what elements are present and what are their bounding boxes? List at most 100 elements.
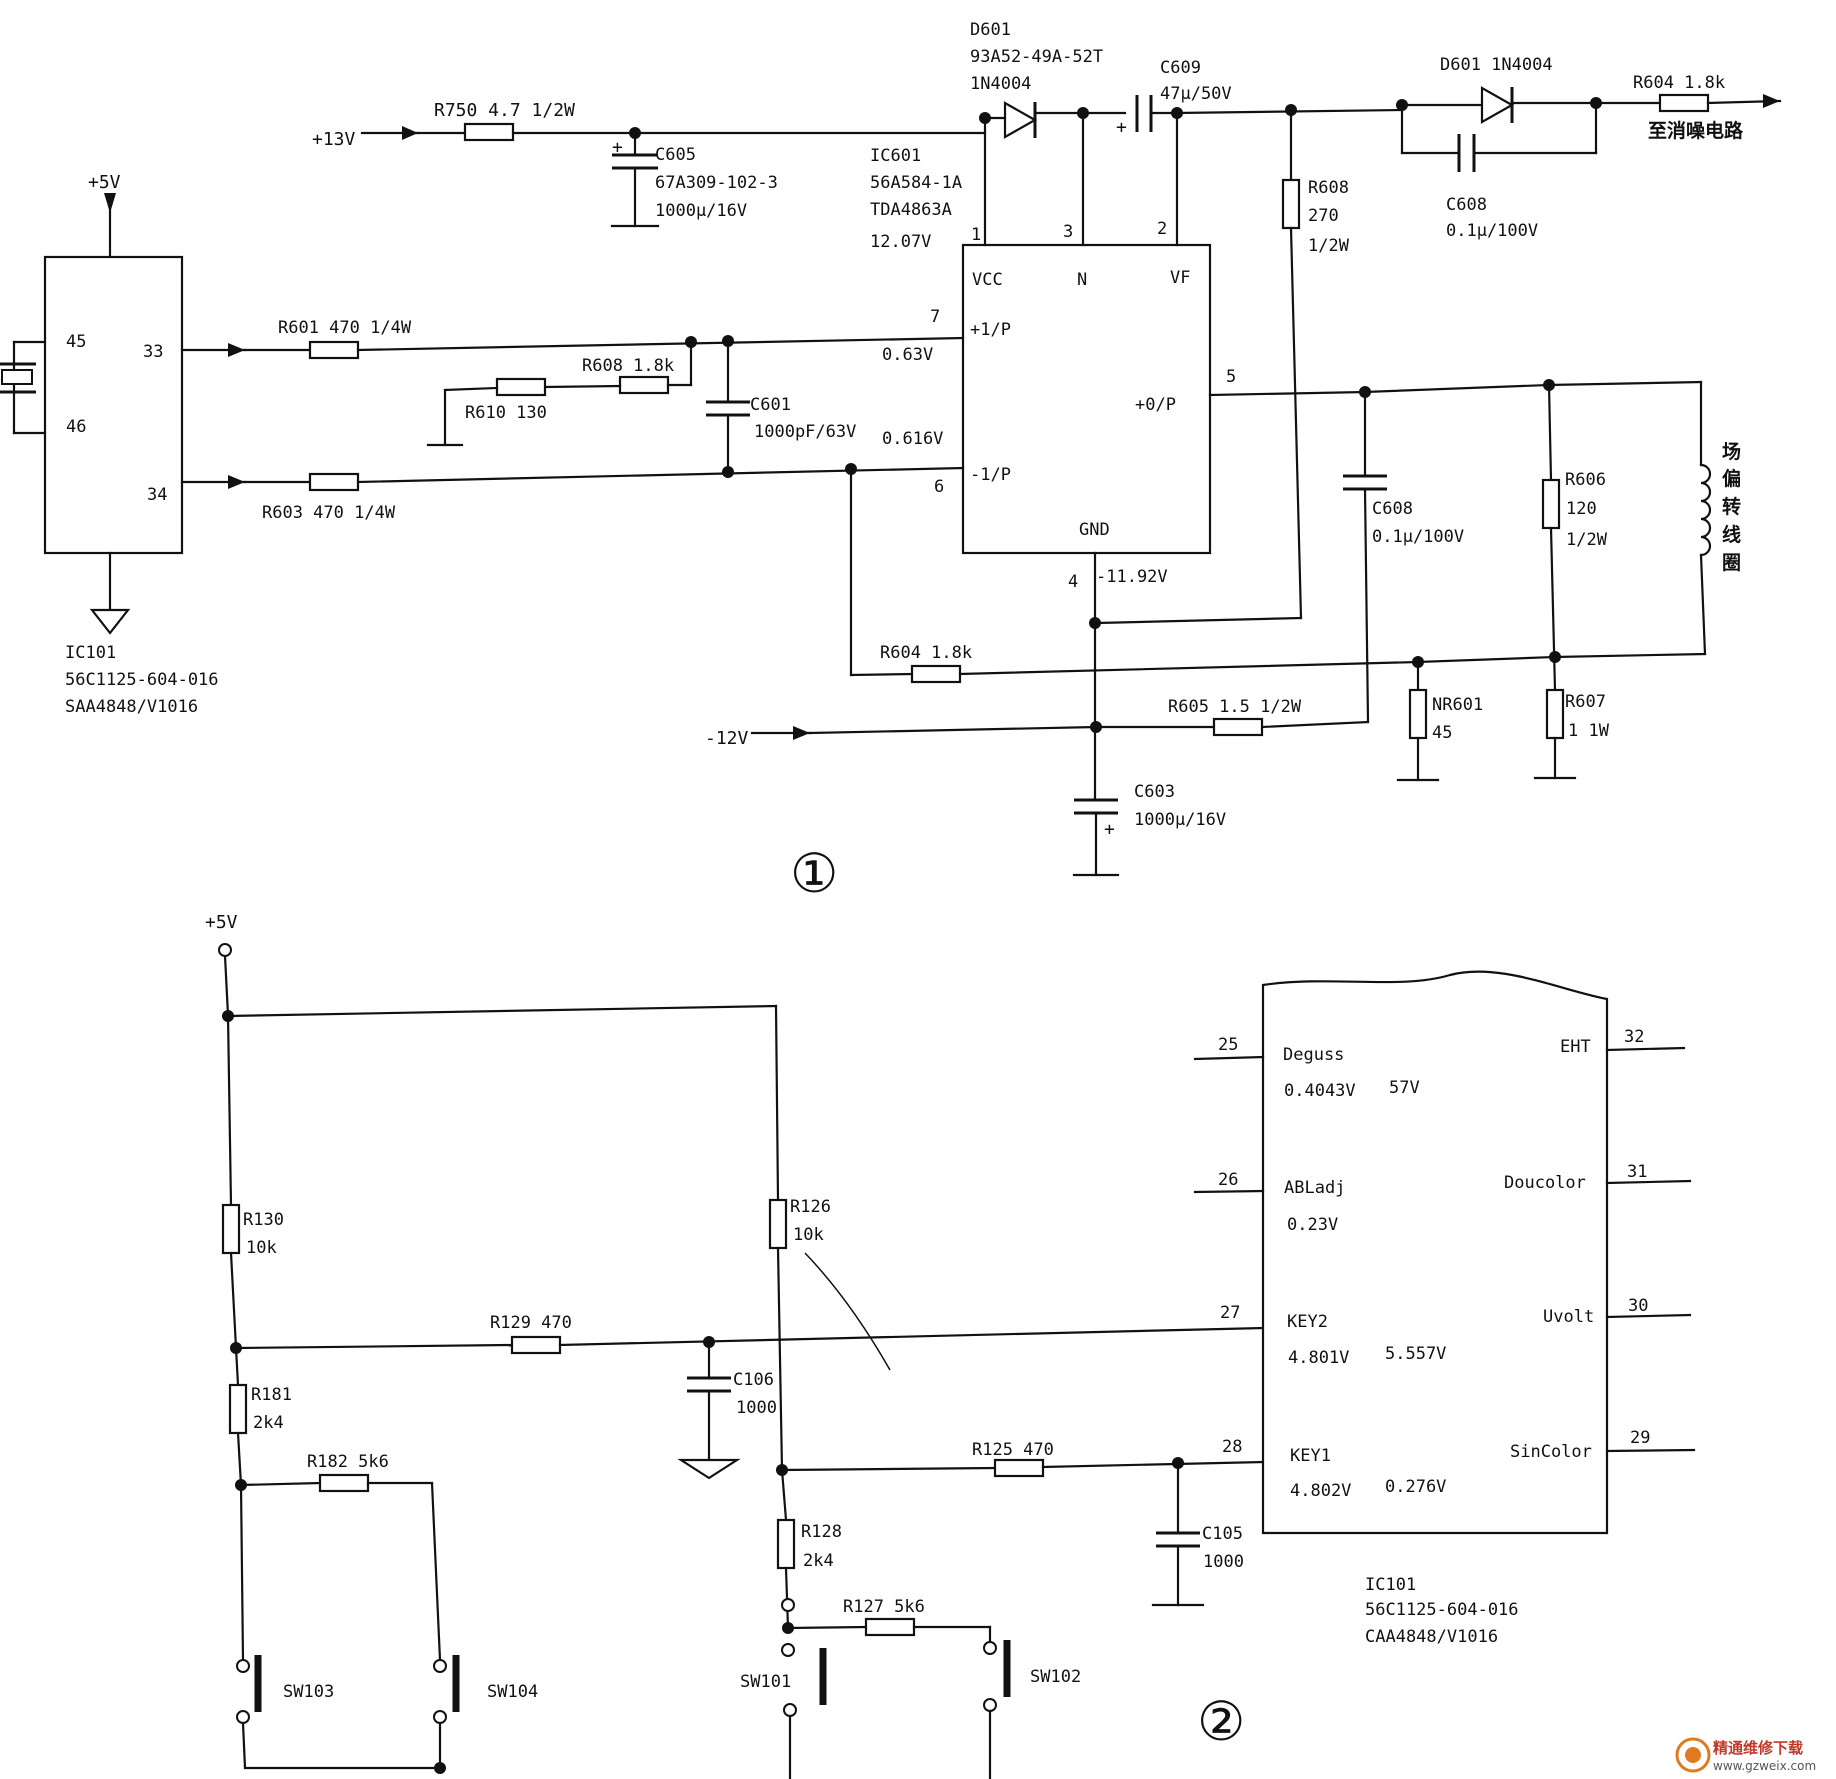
c609-value: 47µ/50V bbox=[1160, 84, 1232, 104]
r604-fb-label: R604 1.8k bbox=[880, 643, 972, 663]
ic101-chip bbox=[43, 255, 184, 555]
resistor-r130 bbox=[221, 1203, 241, 1255]
r128-value: 2k4 bbox=[803, 1551, 834, 1571]
ic101-part-2: 56C1125-604-016 bbox=[1365, 1600, 1519, 1620]
c106-ref: C106 bbox=[733, 1370, 774, 1390]
svg-text:7: 7 bbox=[930, 307, 940, 327]
ic601-v-pin6: 0.616V bbox=[882, 429, 943, 449]
ground-symbol bbox=[89, 608, 131, 635]
sw103-label: SW103 bbox=[283, 1682, 334, 1702]
r126-ref: R126 bbox=[790, 1197, 831, 1217]
r607-value: 1 1W bbox=[1568, 721, 1610, 741]
svg-text:0.4043V: 0.4043V bbox=[1284, 1081, 1356, 1101]
svg-text:5: 5 bbox=[1226, 367, 1236, 387]
r604-out-label: R604 1.8k bbox=[1633, 73, 1725, 93]
resistor-r128 bbox=[776, 1518, 796, 1570]
svg-text:场: 场 bbox=[1722, 441, 1741, 463]
svg-text:4.802V: 4.802V bbox=[1290, 1481, 1351, 1501]
r125-label: R125 470 bbox=[972, 1440, 1054, 1460]
svg-text:6: 6 bbox=[934, 477, 944, 497]
svg-text:+: + bbox=[612, 137, 623, 158]
c608-mid-ref: C608 bbox=[1372, 499, 1413, 519]
watermark-logo: 精通维修下载 www.gzweix.com bbox=[1675, 1737, 1816, 1773]
r603-label: R603 470 1/4W bbox=[262, 503, 396, 523]
c106-value: 1000 bbox=[736, 1398, 777, 1418]
r182-label: R182 5k6 bbox=[307, 1452, 389, 1472]
watermark-url: www.gzweix.com bbox=[1713, 1759, 1816, 1773]
sw104-label: SW104 bbox=[487, 1682, 538, 1702]
resistor-r608-right bbox=[1281, 178, 1301, 230]
diode-d601-right bbox=[1480, 86, 1515, 124]
resistor-r606 bbox=[1541, 478, 1561, 530]
ic601-v-pin4: -11.92V bbox=[1096, 567, 1168, 587]
ic101-pin-doucolor: Doucolor bbox=[1504, 1173, 1586, 1193]
resistor-r601 bbox=[308, 340, 360, 360]
svg-text:1: 1 bbox=[971, 225, 981, 245]
ic601-pin-pos-in: +1/P bbox=[970, 320, 1011, 340]
svg-text:34: 34 bbox=[147, 485, 167, 505]
r126-value: 10k bbox=[793, 1225, 824, 1245]
r605-label: R605 1.5 1/2W bbox=[1168, 697, 1302, 717]
svg-text:46: 46 bbox=[66, 417, 86, 437]
ic601-chip bbox=[961, 243, 1212, 555]
ic601-v-pin7: 0.63V bbox=[882, 345, 933, 365]
r608-left-label: R608 1.8k bbox=[582, 356, 674, 376]
svg-text:线: 线 bbox=[1722, 523, 1741, 546]
svg-text:转: 转 bbox=[1722, 495, 1741, 518]
r601-label: R601 470 1/4W bbox=[278, 318, 412, 338]
crystal bbox=[0, 340, 47, 435]
circuit2-supply-label: +5V bbox=[205, 912, 238, 933]
svg-text:4.801V: 4.801V bbox=[1288, 1348, 1349, 1368]
r606-value: 120 bbox=[1566, 499, 1597, 519]
svg-text:3: 3 bbox=[1063, 222, 1073, 242]
resistor-r610 bbox=[495, 377, 547, 397]
ic601-pin-out: +0/P bbox=[1135, 395, 1176, 415]
resistor-r127 bbox=[864, 1617, 916, 1637]
circuit-2-number: ② bbox=[1197, 1690, 1245, 1753]
ic101-part-1: 56C1125-604-016 bbox=[65, 670, 219, 690]
nr601-ref: NR601 bbox=[1432, 695, 1483, 715]
svg-text:28: 28 bbox=[1222, 1437, 1242, 1457]
r606-ref: R606 bbox=[1565, 470, 1606, 490]
d601-top-ref: D601 bbox=[970, 20, 1011, 40]
c608-mid-value: 0.1µ/100V bbox=[1372, 527, 1464, 547]
c603-value: 1000µ/16V bbox=[1134, 810, 1226, 830]
ic101-pin-uvolt: Uvolt bbox=[1543, 1307, 1594, 1327]
d601-right-label: D601 1N4004 bbox=[1440, 55, 1553, 75]
r129-label: R129 470 bbox=[490, 1313, 572, 1333]
ic101-type-2: CAA4848/V1016 bbox=[1365, 1627, 1498, 1647]
deflection-yoke-coil bbox=[1699, 463, 1712, 557]
svg-text:57V: 57V bbox=[1389, 1078, 1420, 1098]
resistor-r750 bbox=[463, 122, 515, 142]
ic101-ref-2: IC101 bbox=[1365, 1575, 1416, 1595]
svg-text:2: 2 bbox=[1157, 219, 1167, 239]
ic101-pin-sincolor: SinColor bbox=[1510, 1442, 1592, 1462]
ic601-pin-neg-in: -1/P bbox=[970, 465, 1011, 485]
svg-text:31: 31 bbox=[1627, 1162, 1647, 1182]
ic601-ref: IC601 bbox=[870, 146, 921, 166]
svg-text:45: 45 bbox=[66, 332, 86, 352]
c605-ref: C605 bbox=[655, 145, 696, 165]
r608-right-ref: R608 bbox=[1308, 178, 1349, 198]
r608-right-power: 1/2W bbox=[1308, 236, 1350, 256]
ic101-pin-key1: KEY1 bbox=[1290, 1446, 1331, 1466]
svg-text:27: 27 bbox=[1220, 1303, 1240, 1323]
svg-text:偏: 偏 bbox=[1722, 467, 1741, 490]
r181-value: 2k4 bbox=[253, 1413, 284, 1433]
circuit-2: +5V R130 10k R126 10k R129 470 C106 1000… bbox=[205, 912, 1696, 1779]
resistor-r129 bbox=[510, 1335, 562, 1355]
diode-d601-top bbox=[979, 101, 1038, 139]
ic601-pin-n: N bbox=[1077, 270, 1087, 290]
resistor-r181 bbox=[228, 1383, 248, 1435]
svg-text:0.23V: 0.23V bbox=[1287, 1215, 1338, 1235]
r750-label: R750 4.7 1/2W bbox=[434, 100, 575, 121]
svg-text:32: 32 bbox=[1624, 1027, 1644, 1047]
r606-power: 1/2W bbox=[1566, 530, 1608, 550]
ic101-pin-abladj: ABLadj bbox=[1284, 1178, 1345, 1198]
supply-plus13v-label: +13V bbox=[312, 129, 356, 150]
r128-ref: R128 bbox=[801, 1522, 842, 1542]
c605-value: 1000µ/16V bbox=[655, 201, 747, 221]
c105-value: 1000 bbox=[1203, 1552, 1244, 1572]
d601-top-part: 93A52-49A-52T bbox=[970, 47, 1103, 67]
